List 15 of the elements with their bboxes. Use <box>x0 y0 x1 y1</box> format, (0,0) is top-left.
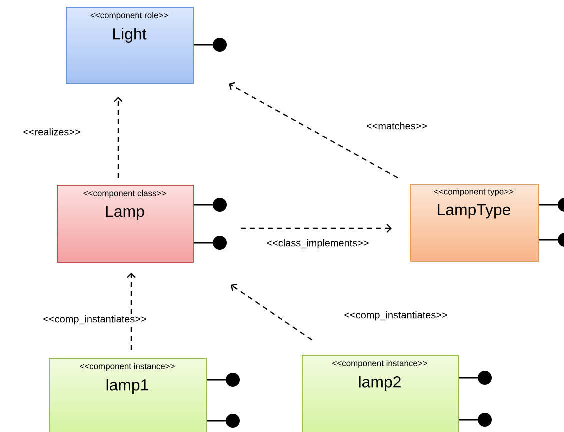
edge-label: <<matches>> <box>366 121 428 131</box>
component-box: <<component instance>> lamp1 <box>49 358 207 432</box>
dependency-arrow <box>231 284 312 340</box>
component-box: <<component type>> LampType <box>410 184 539 262</box>
component-box: <<component class>> Lamp <box>57 185 194 263</box>
dependency-arrow <box>229 82 398 179</box>
edge-label: <<class_implements>> <box>266 238 370 250</box>
dependency-arrow <box>114 97 123 178</box>
component-box: <<component instance>> lamp2 <box>302 355 459 432</box>
dependency-arrow <box>241 224 392 233</box>
dependency-arrow <box>127 273 136 350</box>
component-box: <<component role>> Light <box>66 7 194 84</box>
edge-label: <<comp_instantiates>> <box>343 310 449 322</box>
edge-label: <<realizes>> <box>22 127 82 137</box>
edge-label: <<comp_instantiates>> <box>42 314 148 326</box>
